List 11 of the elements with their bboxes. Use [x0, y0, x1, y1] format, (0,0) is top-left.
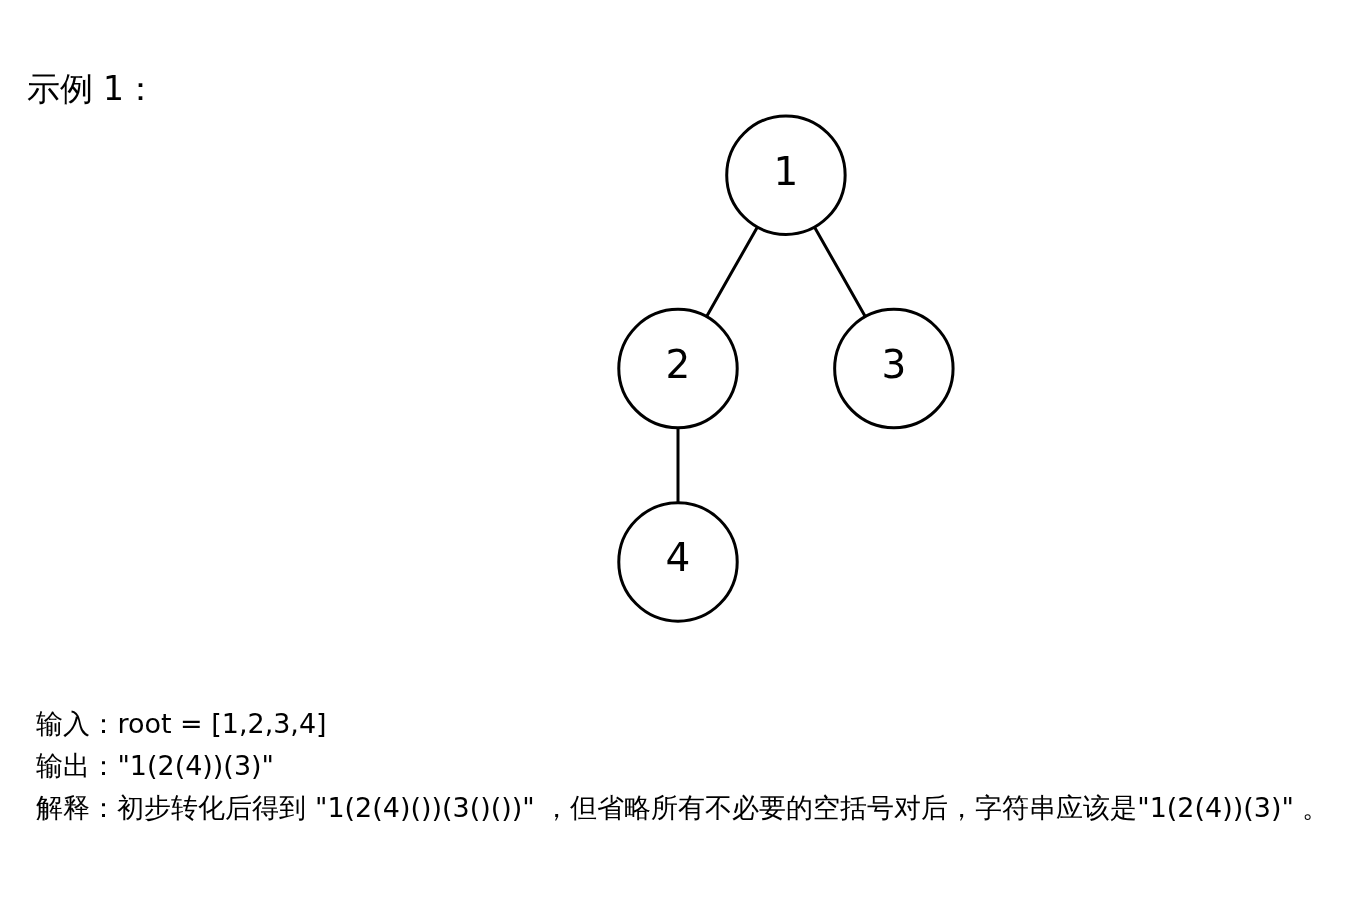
node-circle: 4: [617, 501, 739, 623]
node-circle: 1: [725, 114, 847, 236]
connector: [705, 226, 759, 318]
diagram-title: 示例 1：: [26, 69, 158, 109]
connector: [676, 428, 680, 503]
label: 输入：root = [1,2,3,4]: [36, 707, 327, 739]
node-circle: 2: [617, 307, 739, 430]
node-circle: 3: [833, 307, 955, 430]
connector: [813, 226, 867, 318]
label: 解释：初步转化后得到 "1(2(4)())(3()())" ，但省略所有不必要的空括号对后，字符串应该是"1(2(4))(3)" 。: [36, 791, 1330, 823]
label: 输出："1(2(4))(3)": [36, 749, 274, 781]
